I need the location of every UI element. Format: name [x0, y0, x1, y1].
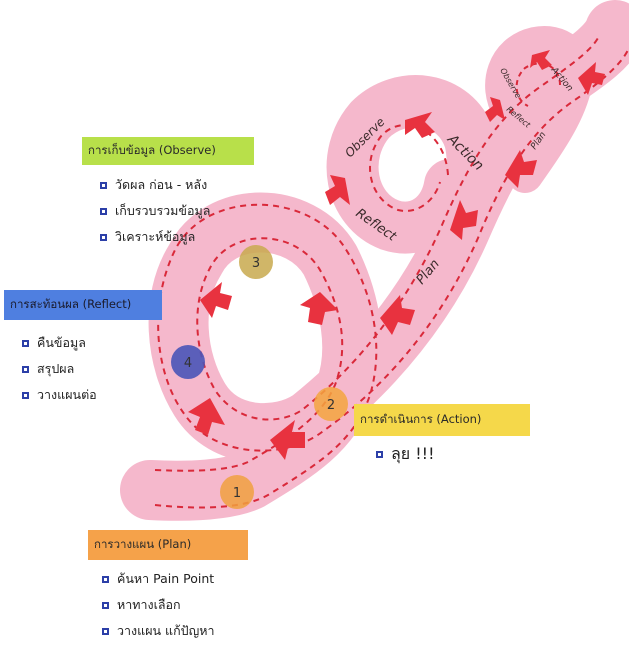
action-box-title: การดำเนินการ (Action) — [354, 404, 530, 436]
reflect-item-label: สรุปผล — [37, 359, 74, 379]
reflect-list: คืนข้อมูล สรุปผล วางแผนต่อ — [22, 330, 97, 408]
plan-list: ค้นหา Pain Point หาทางเลือก วางแผน แก้ปั… — [102, 566, 215, 644]
list-item: วางแผน แก้ปัญหา — [102, 618, 215, 644]
list-item: วิเคราะห์ข้อมูล — [100, 224, 210, 250]
bullet-icon — [102, 628, 109, 635]
step-marker-4-label: 4 — [184, 356, 192, 371]
list-item: ค้นหา Pain Point — [102, 566, 215, 592]
list-item: วัดผล ก่อน - หลัง — [100, 172, 210, 198]
bullet-icon — [102, 602, 109, 609]
step-marker-2-label: 2 — [327, 398, 335, 413]
plan-item-label: หาทางเลือก — [117, 595, 181, 615]
action-item-label: ลุย !!! — [391, 442, 435, 467]
step-marker-2: 2 — [314, 387, 348, 421]
step-marker-3: 3 — [239, 245, 273, 279]
plan-item-label: ค้นหา Pain Point — [117, 569, 214, 589]
action-list: ลุย !!! — [376, 441, 435, 467]
plan-item-label: วางแผน แก้ปัญหา — [117, 621, 215, 641]
observe-box-title: การเก็บข้อมูล (Observe) — [82, 137, 254, 165]
plan-box-title: การวางแผน (Plan) — [88, 530, 248, 560]
bullet-icon — [100, 234, 107, 241]
step-marker-4: 4 — [171, 345, 205, 379]
list-item: ลุย !!! — [376, 441, 435, 467]
reflect-box-title: การสะท้อนผล (Reflect) — [4, 290, 162, 320]
bullet-icon — [376, 451, 383, 458]
step-marker-1-label: 1 — [233, 486, 241, 501]
bullet-icon — [102, 576, 109, 583]
bullet-icon — [22, 392, 29, 399]
bullet-icon — [100, 182, 107, 189]
reflect-item-label: คืนข้อมูล — [37, 333, 86, 353]
list-item: คืนข้อมูล — [22, 330, 97, 356]
observe-item-label: วัดผล ก่อน - หลัง — [115, 175, 207, 195]
step-marker-3-label: 3 — [252, 256, 260, 271]
step-marker-1: 1 — [220, 475, 254, 509]
bullet-icon — [100, 208, 107, 215]
observe-item-label: วิเคราะห์ข้อมูล — [115, 227, 195, 247]
list-item: วางแผนต่อ — [22, 382, 97, 408]
list-item: สรุปผล — [22, 356, 97, 382]
list-item: หาทางเลือก — [102, 592, 215, 618]
observe-list: วัดผล ก่อน - หลัง เก็บรวบรวมข้อมูล วิเคร… — [100, 172, 210, 250]
bullet-icon — [22, 340, 29, 347]
bullet-icon — [22, 366, 29, 373]
reflect-item-label: วางแผนต่อ — [37, 385, 97, 405]
list-item: เก็บรวบรวมข้อมูล — [100, 198, 210, 224]
observe-item-label: เก็บรวบรวมข้อมูล — [115, 201, 210, 221]
